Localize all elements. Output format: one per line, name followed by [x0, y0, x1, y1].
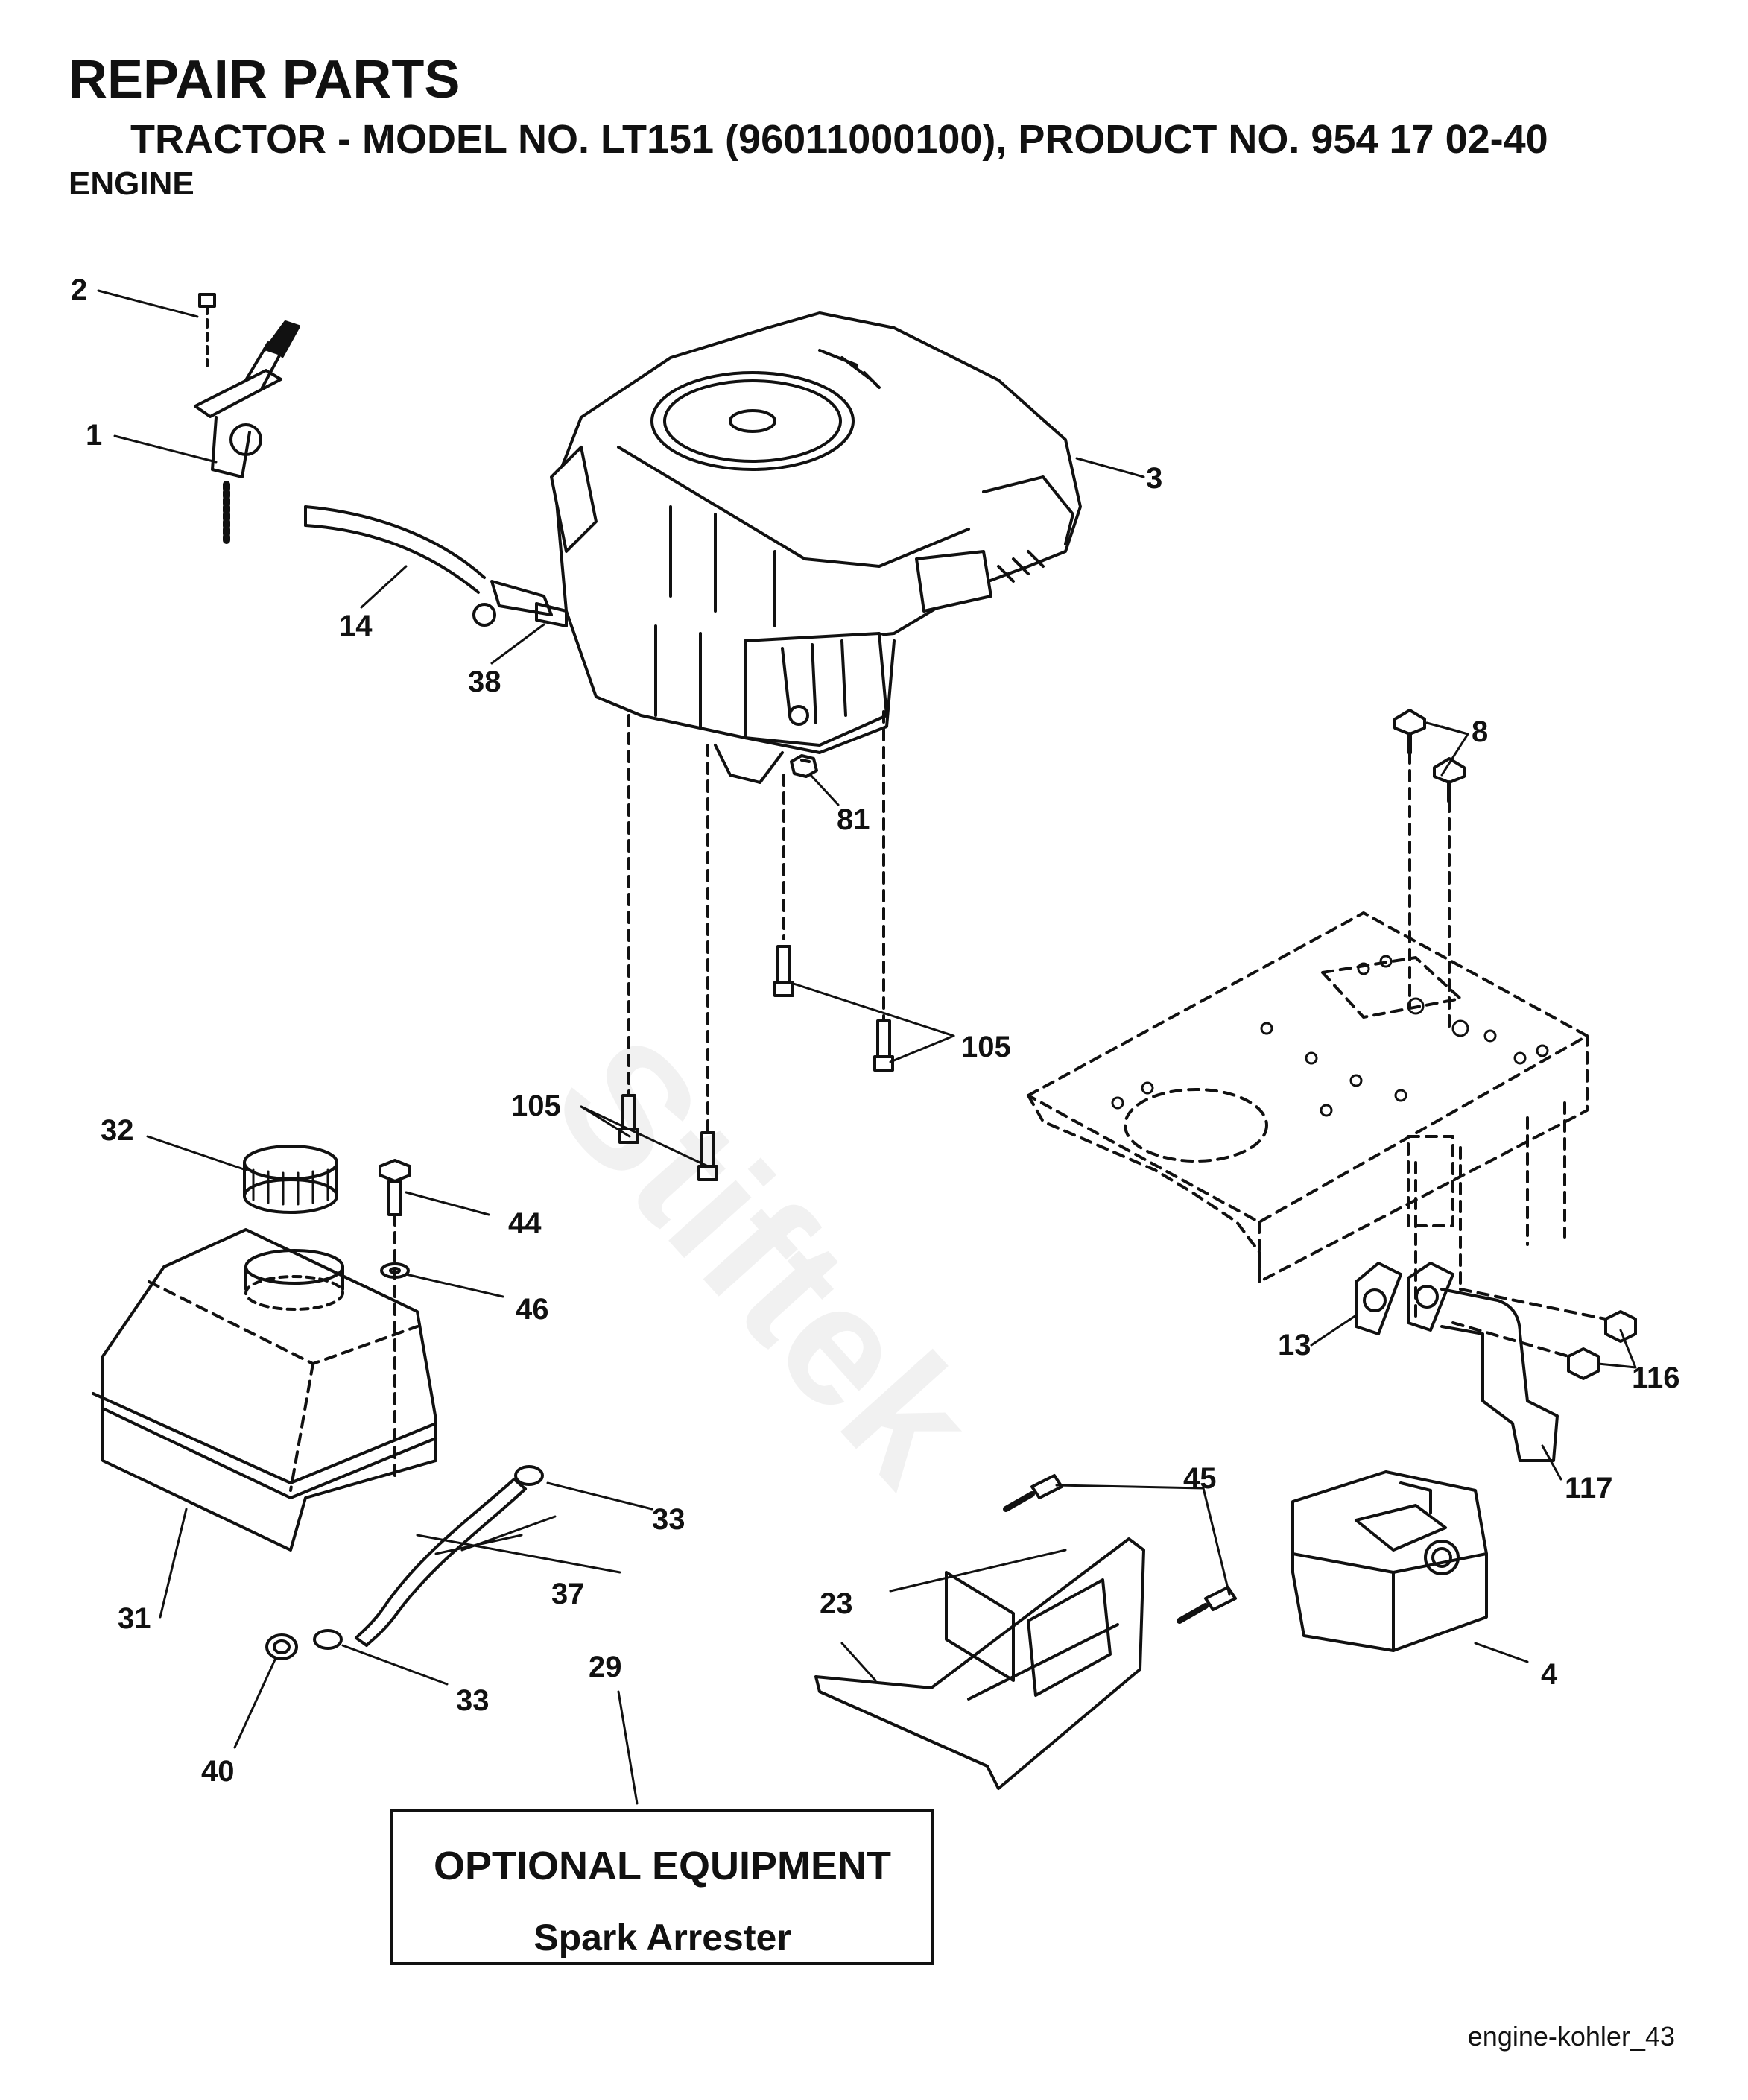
exhaust-manifold: [1355, 1262, 1637, 1462]
model-subtitle: TRACTOR - MODEL NO. LT151 (96011000100),…: [130, 117, 1548, 162]
fuel-cap: [243, 1145, 338, 1214]
frame-holes: [1111, 955, 1549, 1117]
heat-shield: [814, 1537, 1145, 1790]
page-title: REPAIR PARTS: [69, 50, 460, 110]
engine-assembly: [550, 311, 1082, 784]
callout-46: 46: [516, 1293, 549, 1326]
callout-116: 116: [1632, 1361, 1680, 1394]
drawing-reference: engine-kohler_43: [1467, 2021, 1675, 2052]
muffler: [1291, 1470, 1488, 1652]
callout-45: 45: [1183, 1462, 1217, 1495]
nut-81: [790, 754, 818, 778]
section-heading: ENGINE: [69, 165, 194, 202]
callout-37: 37: [551, 1578, 585, 1610]
callout-4: 4: [1541, 1658, 1558, 1691]
fuel-line-and-fitting: [304, 505, 568, 627]
leader-lines: [97, 289, 1637, 1805]
callout-1: 1: [86, 419, 102, 452]
callout-44: 44: [508, 1207, 542, 1240]
optional-equipment-box: OPTIONAL EQUIPMENT Spark Arrester: [390, 1809, 934, 1965]
fuel-tank: [92, 1228, 437, 1552]
callout-14: 14: [339, 610, 373, 642]
optional-equipment-item: Spark Arrester: [533, 1917, 791, 1958]
fuel-line-37: [355, 1478, 527, 1647]
clamp-33: [313, 1465, 544, 1650]
callout-33-upper: 33: [652, 1503, 685, 1536]
callout-3: 3: [1146, 462, 1162, 495]
grommet-40: [265, 1633, 298, 1660]
callout-105-left: 105: [511, 1089, 561, 1122]
callout-2: 2: [71, 273, 87, 306]
callout-23: 23: [820, 1587, 853, 1620]
callout-8: 8: [1472, 715, 1488, 748]
callout-117: 117: [1565, 1472, 1613, 1505]
throttle-control: [194, 293, 300, 544]
screw-44-washer-46: [379, 1159, 411, 1484]
callout-38: 38: [468, 665, 501, 698]
callout-29: 29: [589, 1651, 622, 1683]
tractor-frame: [1027, 911, 1589, 1321]
callout-13: 13: [1278, 1329, 1311, 1361]
callout-81: 81: [837, 803, 870, 836]
callout-32: 32: [101, 1114, 134, 1147]
screws-8: [1393, 709, 1466, 1030]
bolts-45: [1003, 1474, 1237, 1624]
callout-105-right: 105: [961, 1031, 1011, 1063]
optional-equipment-heading: OPTIONAL EQUIPMENT: [433, 1844, 892, 1888]
callout-31: 31: [118, 1602, 151, 1635]
callout-40: 40: [201, 1755, 235, 1788]
callout-33-lower: 33: [456, 1684, 490, 1717]
mounting-bolts-105: [618, 710, 894, 1181]
callout-labels: 2 1 3 14 38 81 8 105 105 32 44 46 13 116…: [71, 273, 1680, 1788]
